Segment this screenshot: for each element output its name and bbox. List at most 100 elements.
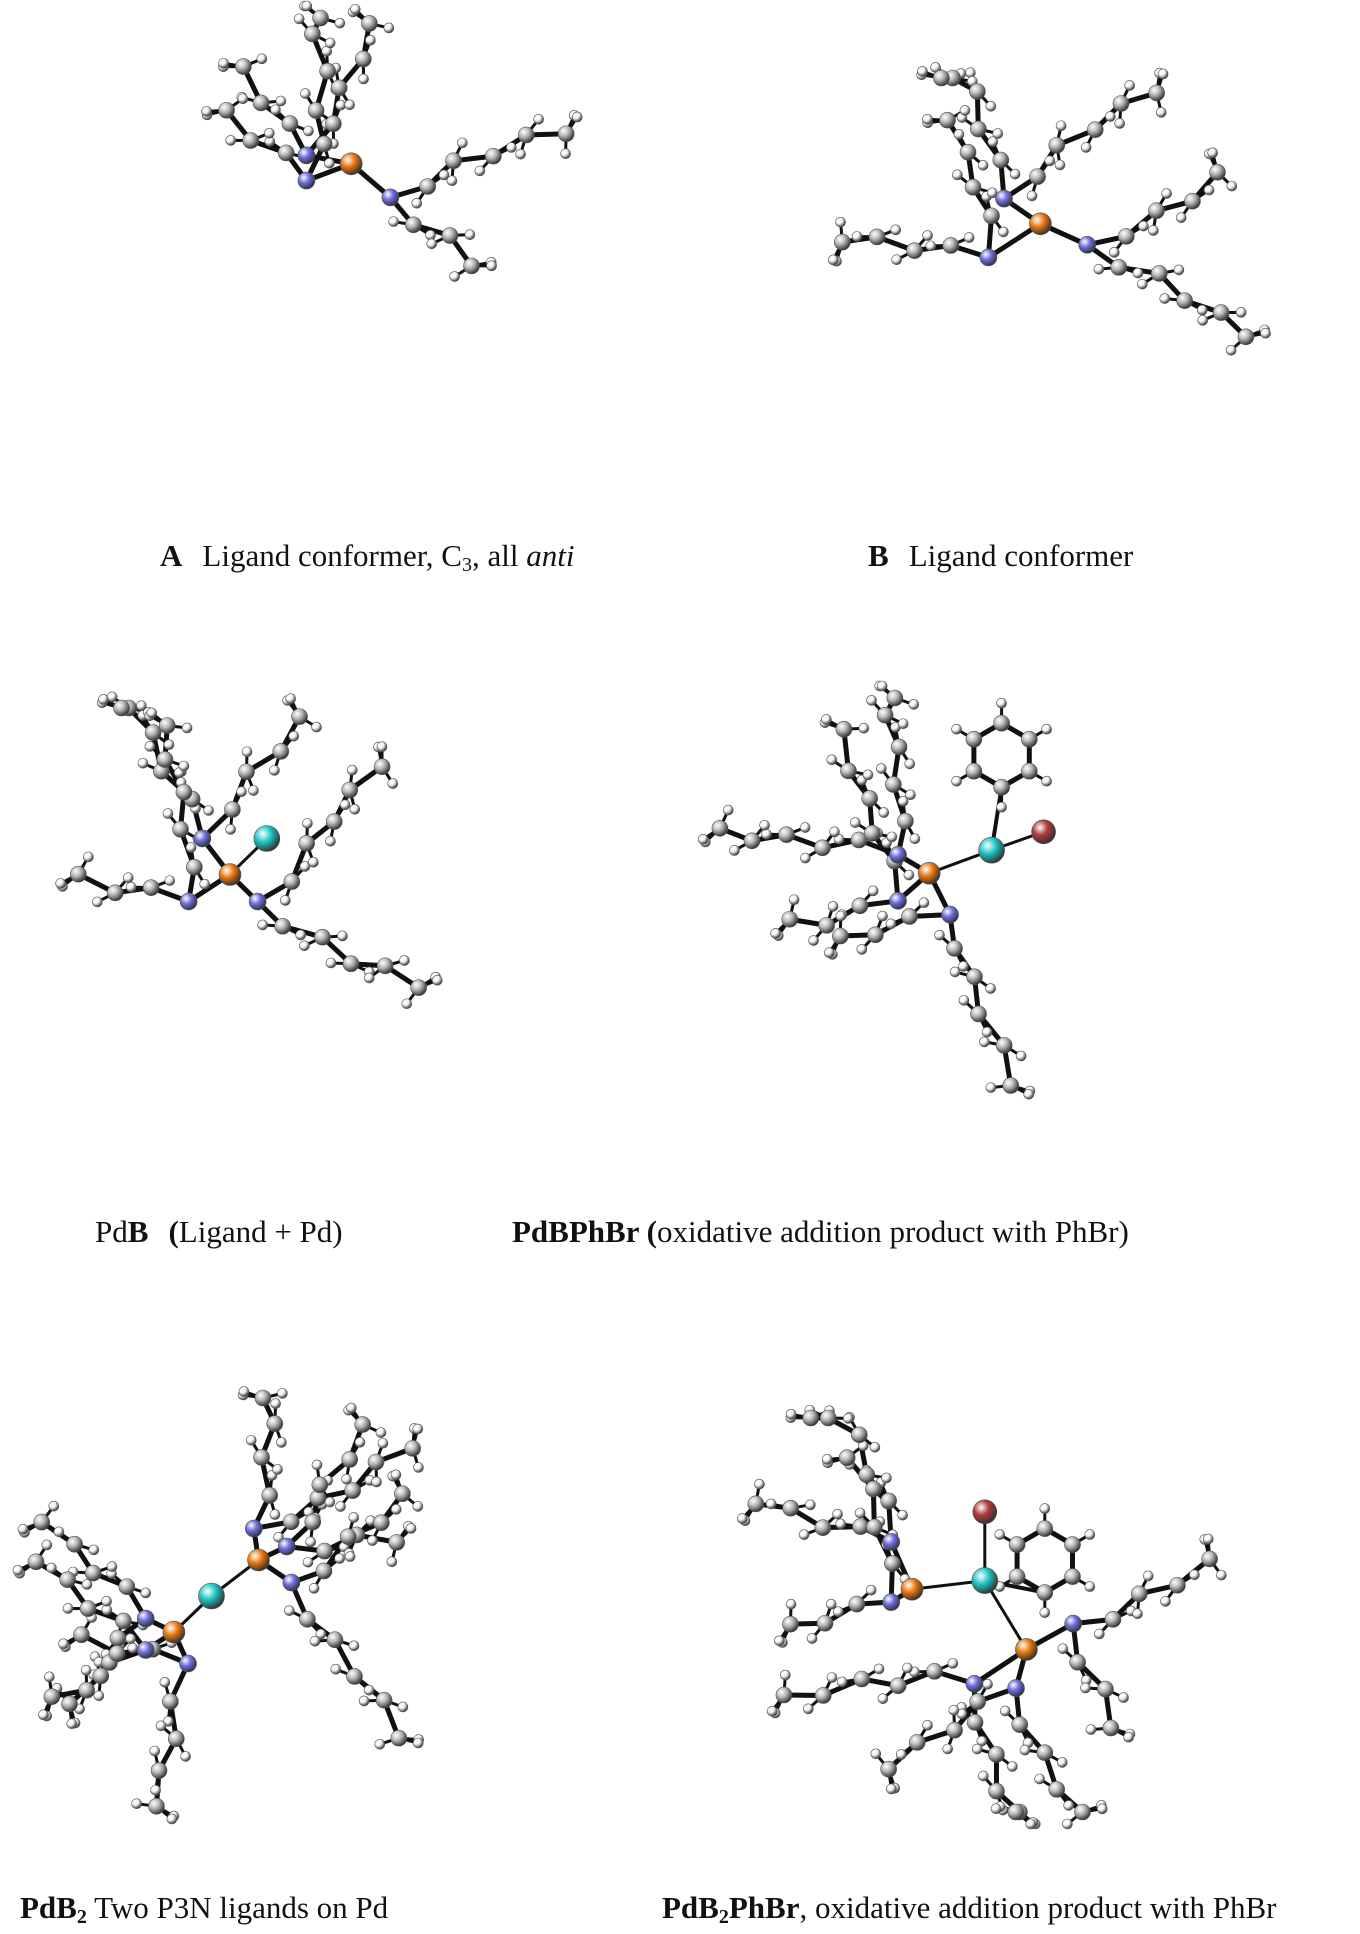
carbon-atom bbox=[314, 928, 331, 946]
hydrogen-atom bbox=[302, 1556, 314, 1568]
hydrogen-atom bbox=[295, 929, 306, 941]
panel-PdB2PhBr bbox=[730, 1400, 1250, 1830]
caption-A-italic: anti bbox=[526, 538, 575, 573]
carbon-atom bbox=[373, 1514, 390, 1531]
hydrogen-atom bbox=[166, 1813, 178, 1825]
hydrogen-atom bbox=[951, 775, 962, 787]
hydrogen-atom bbox=[842, 1413, 854, 1424]
hydrogen-atom bbox=[1138, 220, 1149, 232]
hydrogen-atom bbox=[315, 1628, 327, 1640]
hydrogen-atom bbox=[311, 721, 322, 733]
hydrogen-atom bbox=[1041, 775, 1052, 787]
hydrogen-atom bbox=[401, 998, 413, 1010]
carbon-atom bbox=[405, 216, 422, 234]
hydrogen-atom bbox=[1096, 1803, 1108, 1815]
hydrogen-atom bbox=[996, 801, 1007, 813]
hydrogen-atom bbox=[365, 34, 376, 46]
hydrogen-atom bbox=[185, 842, 197, 853]
nitrogen-atom bbox=[889, 846, 907, 864]
hydrogen-atom bbox=[917, 66, 928, 77]
hydrogen-atom bbox=[162, 808, 174, 819]
atoms bbox=[201, 0, 583, 282]
hydrogen-atom bbox=[1114, 118, 1125, 129]
hydrogen-atom bbox=[1207, 147, 1218, 159]
caption-PdB: PdB(Ligand + Pd) bbox=[95, 1214, 343, 1250]
caption-B-text: Ligand conformer bbox=[908, 538, 1134, 573]
hydrogen-atom bbox=[66, 1718, 78, 1730]
hydrogen-atom bbox=[996, 697, 1007, 709]
hydrogen-atom bbox=[977, 160, 989, 171]
carbon-atom bbox=[969, 83, 986, 100]
carbon-atom bbox=[394, 1485, 411, 1503]
hydrogen-atom bbox=[390, 1504, 402, 1515]
hydrogen-atom bbox=[300, 88, 311, 99]
hydrogen-atom bbox=[238, 1386, 250, 1397]
carbon-atom bbox=[235, 58, 252, 75]
carbon-atom bbox=[988, 1746, 1005, 1763]
hydrogen-atom bbox=[1023, 1088, 1035, 1100]
carbon-atom bbox=[316, 1542, 333, 1560]
caption-PdBPhBr: PdBPhBr (oxidative addition product with… bbox=[512, 1214, 1129, 1250]
hydrogen-atom bbox=[269, 1509, 281, 1520]
carbon-atom bbox=[1237, 328, 1255, 346]
carbon-atom bbox=[965, 762, 983, 780]
hydrogen-atom bbox=[334, 17, 346, 29]
carbon-atom bbox=[1036, 1744, 1054, 1761]
hydrogen-atom bbox=[375, 1427, 387, 1438]
carbon-atom bbox=[876, 706, 894, 724]
hydrogen-atom bbox=[367, 1535, 378, 1546]
hydrogen-atom bbox=[413, 1462, 424, 1473]
palladium-atom bbox=[198, 1582, 225, 1610]
nitrogen-atom bbox=[297, 146, 316, 165]
hydrogen-atom bbox=[1094, 1628, 1105, 1640]
hydrogen-atom bbox=[245, 1434, 257, 1446]
hydrogen-atom bbox=[982, 1678, 993, 1690]
hydrogen-atom bbox=[106, 1561, 118, 1572]
hydrogen-atom bbox=[1041, 723, 1052, 735]
hydrogen-atom bbox=[335, 1501, 346, 1512]
nitrogen-atom bbox=[297, 171, 316, 190]
hydrogen-atom bbox=[280, 895, 291, 906]
hydrogen-atom bbox=[825, 1598, 837, 1610]
hydrogen-atom bbox=[873, 1663, 885, 1675]
carbon-atom bbox=[254, 1389, 272, 1407]
hydrogen-atom bbox=[181, 722, 193, 734]
carbon-atom bbox=[933, 69, 950, 87]
carbon-atom bbox=[880, 1492, 897, 1510]
atoms bbox=[12, 1386, 425, 1825]
carbon-atom bbox=[238, 763, 255, 781]
atoms bbox=[55, 691, 443, 1010]
caption-PdB2PhBr: PdB2PhBr, oxidative addition product wit… bbox=[662, 1890, 1277, 1927]
carbon-atom bbox=[1048, 1781, 1065, 1798]
carbon-atom bbox=[346, 1668, 363, 1685]
hydrogen-atom bbox=[236, 786, 247, 797]
carbon-atom bbox=[1097, 1680, 1114, 1698]
hydrogen-atom bbox=[346, 764, 358, 776]
atoms bbox=[736, 1404, 1227, 1830]
carbon-atom bbox=[108, 1645, 126, 1662]
hydrogen-atom bbox=[1123, 1731, 1134, 1743]
carbon-atom bbox=[908, 1734, 926, 1751]
carbon-atom bbox=[1007, 1803, 1025, 1821]
carbon-atom bbox=[743, 832, 761, 850]
hydrogen-atom bbox=[897, 1509, 908, 1521]
carbon-atom bbox=[1117, 228, 1135, 245]
nitrogen-atom bbox=[1007, 1679, 1025, 1697]
hydrogen-atom bbox=[1159, 293, 1171, 304]
hydrogen-atom bbox=[277, 1388, 288, 1399]
phosphorus-atom bbox=[247, 1548, 270, 1572]
hydrogen-atom bbox=[979, 1036, 990, 1048]
carbon-atom bbox=[274, 917, 291, 935]
carbon-atom bbox=[965, 730, 983, 748]
hydrogen-atom bbox=[754, 1478, 765, 1490]
hydrogen-atom bbox=[344, 1551, 356, 1562]
carbon-atom bbox=[27, 1553, 45, 1571]
carbon-atom bbox=[445, 152, 462, 170]
carbon-atom bbox=[419, 178, 436, 195]
hydrogen-atom bbox=[270, 1398, 281, 1409]
carbon-atom bbox=[889, 1677, 907, 1695]
hydrogen-atom bbox=[992, 128, 1004, 139]
hydrogen-atom bbox=[58, 1638, 69, 1650]
carbon-atom bbox=[281, 115, 299, 132]
